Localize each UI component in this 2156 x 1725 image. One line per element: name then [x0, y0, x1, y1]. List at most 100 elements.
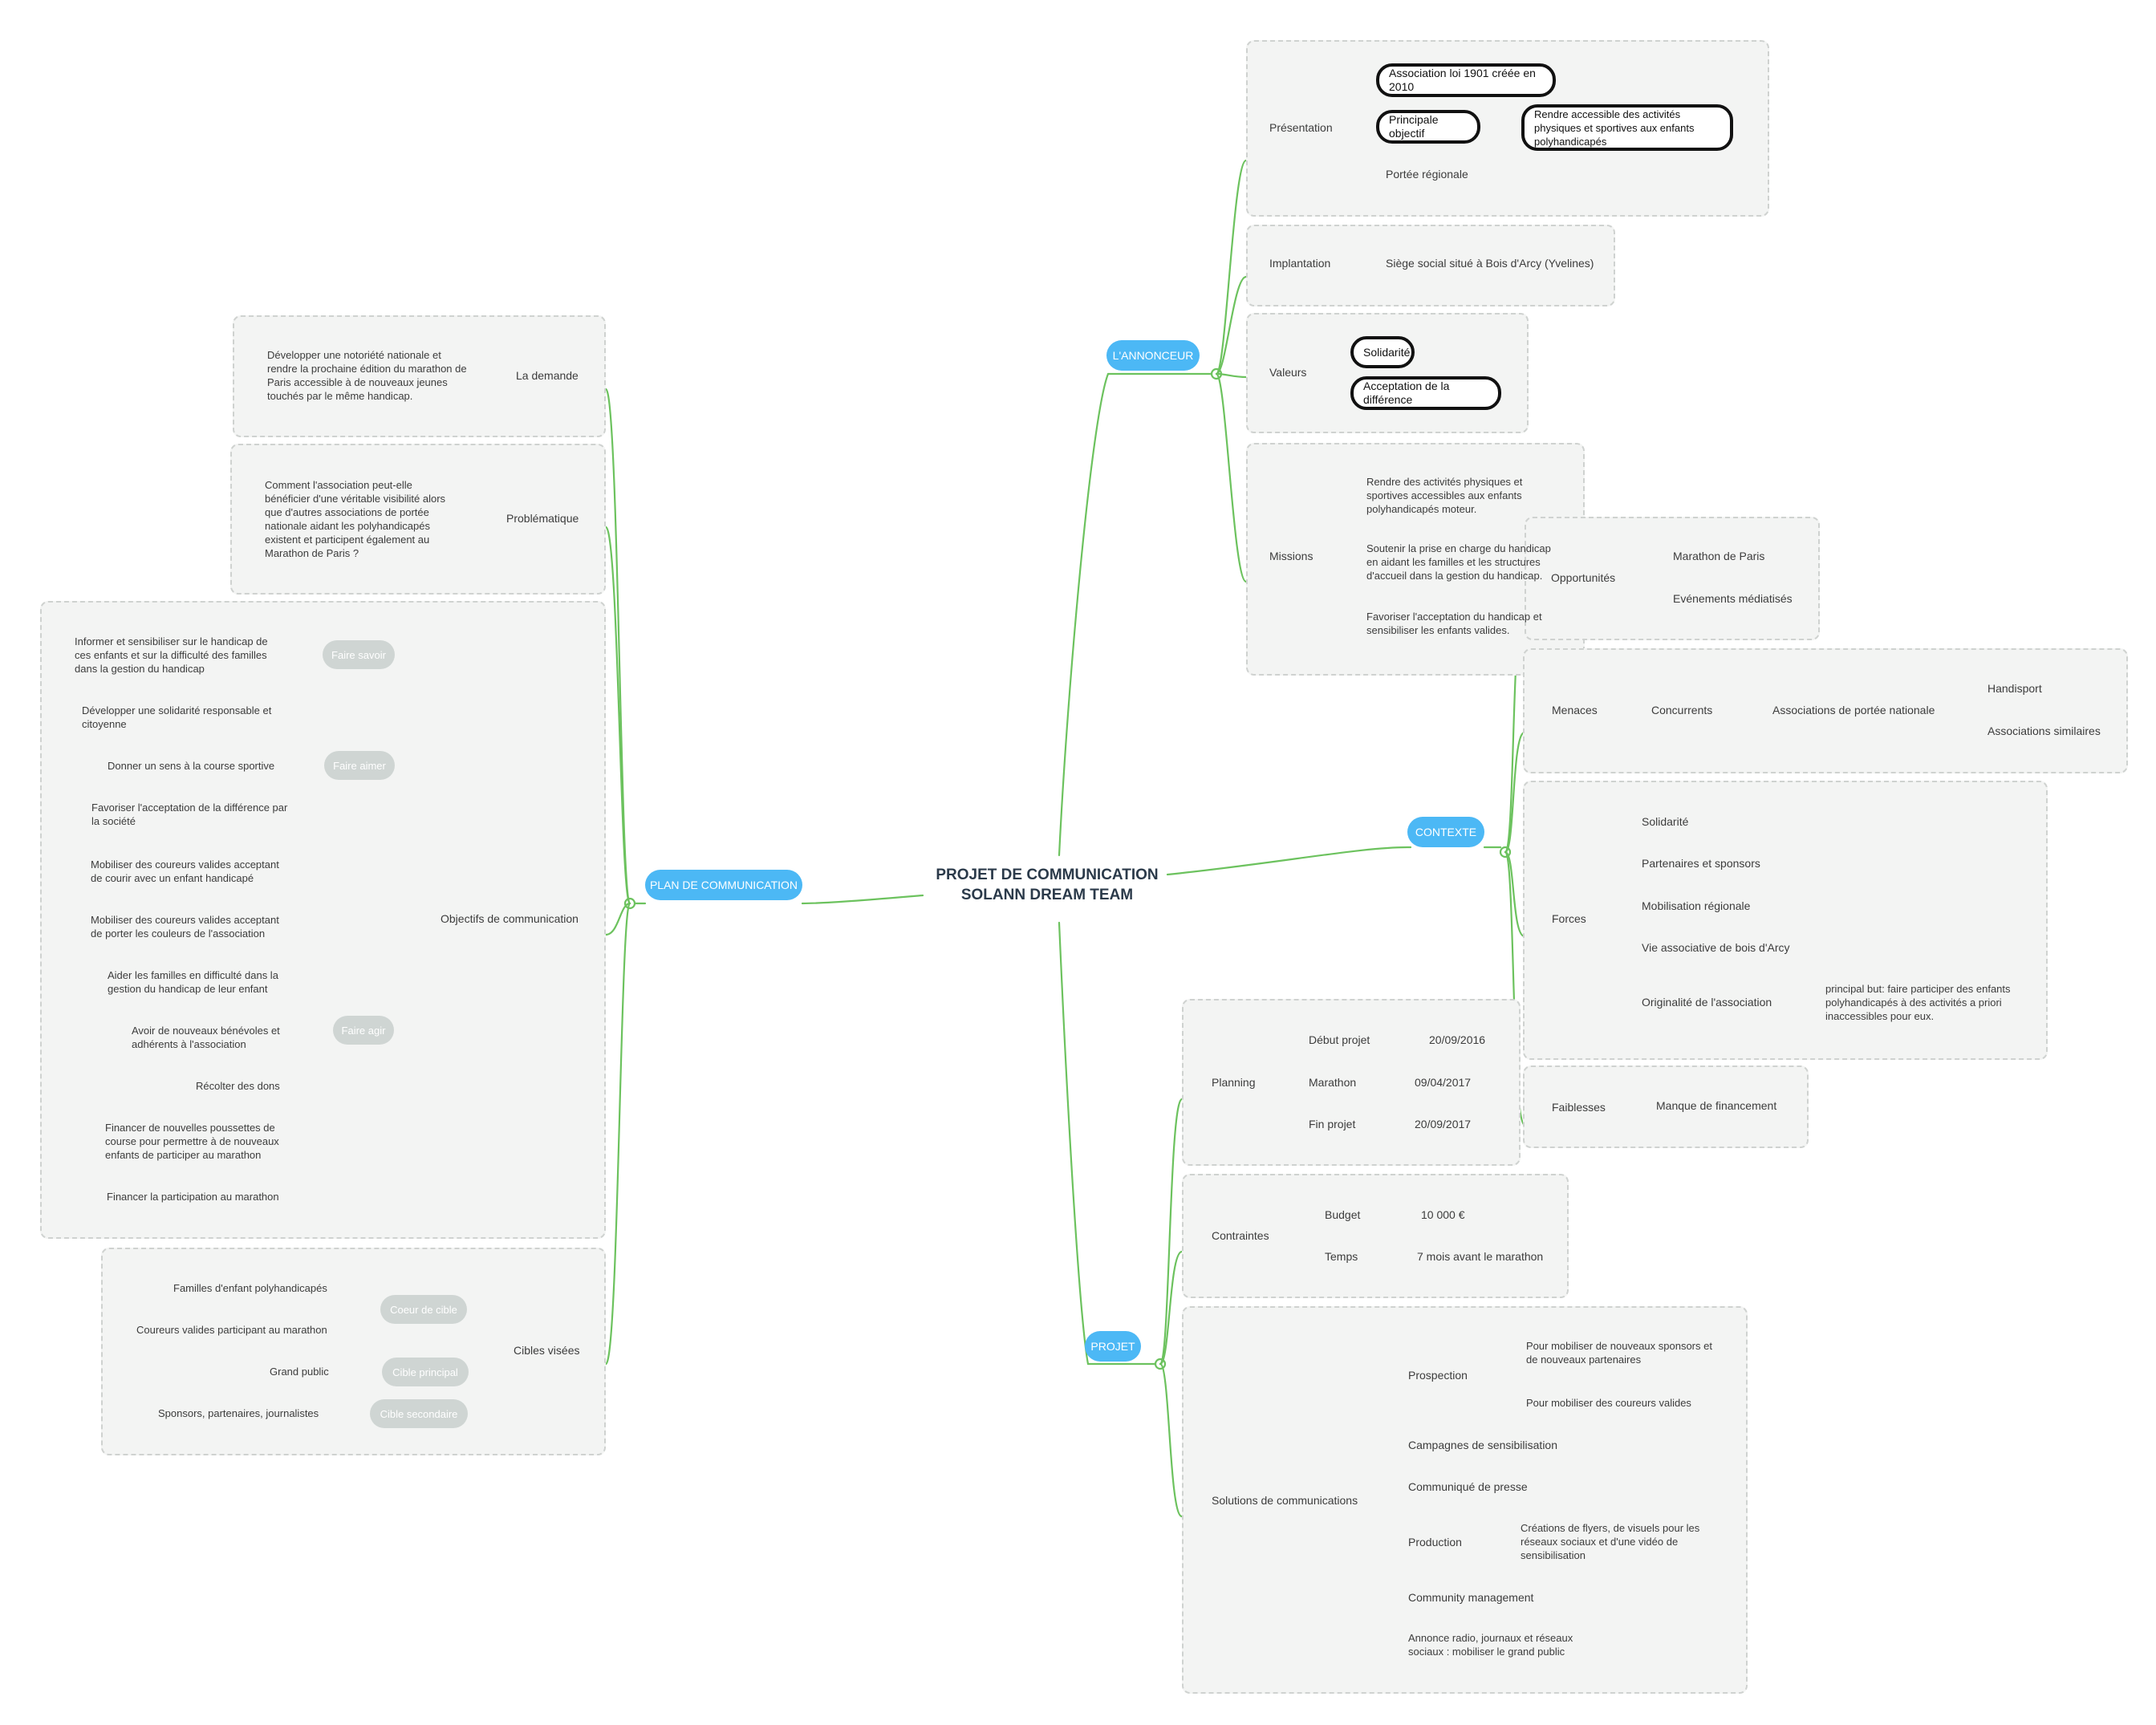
menace-handisport[interactable]: Handisport: [1987, 682, 2042, 695]
node-valeur-solidarite[interactable]: Solidarité: [1350, 336, 1415, 368]
label-valeurs[interactable]: Valeurs: [1269, 366, 1307, 379]
problematique-text[interactable]: Comment l'association peut-elle bénéfici…: [265, 479, 446, 559]
contexte-knob[interactable]: [1499, 846, 1512, 858]
panel-cibles: [101, 1248, 606, 1455]
label-assoc-nationale[interactable]: Associations de portée nationale: [1772, 704, 1935, 716]
contrainte-temps-value[interactable]: 7 mois avant le marathon: [1417, 1250, 1544, 1263]
panel-solutions: [1182, 1306, 1748, 1694]
fa-item-1[interactable]: Développer une solidarité responsable et…: [82, 704, 272, 730]
contrainte-temps-label[interactable]: Temps: [1325, 1250, 1358, 1263]
force-originalite[interactable]: Originalité de l'association: [1642, 996, 1772, 1009]
group-cible-principal[interactable]: Cible principal: [382, 1358, 469, 1386]
label-solutions[interactable]: Solutions de communications: [1212, 1494, 1358, 1507]
label-missions[interactable]: Missions: [1269, 550, 1313, 562]
label-faiblesses[interactable]: Faiblesses: [1552, 1101, 1606, 1114]
planning-fin-value[interactable]: 20/09/2017: [1415, 1118, 1472, 1130]
node-principale-objectif[interactable]: Principale objectif: [1376, 110, 1480, 144]
group-faire-agir[interactable]: Faire agir: [333, 1016, 394, 1045]
mission-item-2[interactable]: Soutenir la prise en charge du handicap …: [1366, 542, 1551, 582]
fg-item-7[interactable]: Financer la participation au marathon: [107, 1191, 279, 1203]
label-forces[interactable]: Forces: [1552, 912, 1586, 925]
prospection-sponsors[interactable]: Pour mobiliser de nouveaux sponsors et d…: [1526, 1340, 1712, 1366]
group-coeur-de-cible[interactable]: Coeur de cible: [380, 1295, 467, 1324]
force-solidarite[interactable]: Solidarité: [1642, 815, 1689, 828]
label-menaces[interactable]: Menaces: [1552, 704, 1598, 716]
demande-text[interactable]: Développer une notoriété nationale et re…: [267, 349, 467, 402]
mission-item-1[interactable]: Rendre des activités physiques et sporti…: [1366, 476, 1523, 515]
fa-item-2[interactable]: Donner un sens à la course sportive: [108, 760, 275, 772]
opportunite-marathon[interactable]: Marathon de Paris: [1673, 550, 1765, 562]
cible-sponsors[interactable]: Sponsors, partenaires, journalistes: [158, 1407, 319, 1419]
menace-assoc-similaires[interactable]: Associations similaires: [1987, 724, 2101, 737]
annonceur-knob[interactable]: [1210, 367, 1223, 380]
contexte-fan: [1504, 850, 1526, 938]
solution-communique[interactable]: Communiqué de presse: [1408, 1480, 1528, 1493]
label-implantation[interactable]: Implantation: [1269, 257, 1331, 270]
contrainte-budget-value[interactable]: 10 000 €: [1421, 1208, 1465, 1221]
mission-item-3[interactable]: Favoriser l'acceptation du handicap et s…: [1366, 611, 1542, 636]
planning-debut-value[interactable]: 20/09/2016: [1429, 1033, 1486, 1046]
planning-marathon-label[interactable]: Marathon: [1309, 1076, 1357, 1089]
fa-item-3[interactable]: Favoriser l'acceptation de la différence…: [91, 802, 288, 827]
projet-knob[interactable]: [1154, 1358, 1167, 1370]
fg-item-1[interactable]: Mobiliser des coureurs valides acceptant…: [91, 858, 279, 884]
cible-grand-public[interactable]: Grand public: [270, 1366, 329, 1378]
cible-coureurs[interactable]: Coureurs valides participant au marathon: [136, 1324, 327, 1336]
faiblesse-financement[interactable]: Manque de financement: [1656, 1099, 1777, 1112]
panel-planning: [1182, 999, 1521, 1166]
solution-annonce[interactable]: Annonce radio, journaux et réseaux socia…: [1408, 1632, 1573, 1658]
panel-opportunites: [1525, 517, 1820, 640]
contexte-fan: [1504, 731, 1526, 854]
force-vie-associative[interactable]: Vie associative de bois d'Arcy: [1642, 941, 1790, 954]
topic-annonceur[interactable]: L'ANNONCEUR: [1106, 340, 1200, 371]
label-siege-social[interactable]: Siège social situé à Bois d'Arcy (Yvelin…: [1386, 257, 1594, 270]
topic-contexte[interactable]: CONTEXTE: [1407, 817, 1484, 847]
plan-knob[interactable]: [623, 897, 636, 910]
label-concurrents[interactable]: Concurrents: [1651, 704, 1713, 716]
label-opportunites[interactable]: Opportunités: [1551, 571, 1616, 584]
node-valeur-acceptation[interactable]: Acceptation de la différence: [1350, 376, 1501, 410]
label-problematique[interactable]: Problématique: [506, 512, 579, 525]
panel-menaces: [1523, 648, 2128, 773]
contrainte-budget-label[interactable]: Budget: [1325, 1208, 1361, 1221]
planning-marathon-value[interactable]: 09/04/2017: [1415, 1076, 1472, 1089]
group-faire-savoir[interactable]: Faire savoir: [323, 640, 395, 669]
label-cibles[interactable]: Cibles visées: [514, 1344, 580, 1357]
prospection-coureurs[interactable]: Pour mobiliser des coureurs valides: [1526, 1397, 1691, 1409]
annonceur-fan: [1215, 372, 1248, 379]
fg-item-6[interactable]: Financer de nouvelles poussettes de cour…: [105, 1122, 279, 1161]
force-mobilisation[interactable]: Mobilisation régionale: [1642, 899, 1751, 912]
planning-debut-label[interactable]: Début projet: [1309, 1033, 1370, 1046]
node-association-1901[interactable]: Association loi 1901 créée en 2010: [1376, 63, 1556, 97]
fg-item-3[interactable]: Aider les familles en difficulté dans la…: [108, 969, 278, 995]
label-portee-regionale[interactable]: Portée régionale: [1386, 168, 1468, 181]
fs-item-1[interactable]: Informer et sensibiliser sur le handicap…: [75, 635, 268, 675]
group-cible-secondaire[interactable]: Cible secondaire: [370, 1399, 468, 1428]
label-demande[interactable]: La demande: [516, 369, 579, 382]
plan-fan: [604, 902, 631, 1366]
node-objectif-detail[interactable]: Rendre accessible des activités physique…: [1521, 104, 1733, 151]
group-faire-aimer[interactable]: Faire aimer: [324, 751, 395, 780]
fg-item-4[interactable]: Avoir de nouveaux bénévoles et adhérents…: [132, 1025, 280, 1050]
production-detail[interactable]: Créations de flyers, de visuels pour les…: [1521, 1522, 1700, 1561]
force-partenaires[interactable]: Partenaires et sponsors: [1642, 857, 1760, 870]
fg-item-5[interactable]: Récolter des dons: [196, 1080, 280, 1092]
label-production[interactable]: Production: [1408, 1536, 1462, 1548]
annonceur-fan: [1215, 275, 1248, 375]
opportunite-evenements[interactable]: Evénements médiatisés: [1673, 592, 1793, 605]
cible-familles[interactable]: Familles d'enfant polyhandicapés: [173, 1282, 327, 1294]
topic-projet[interactable]: PROJET: [1085, 1331, 1141, 1362]
label-prospection[interactable]: Prospection: [1408, 1369, 1468, 1382]
label-planning[interactable]: Planning: [1212, 1076, 1256, 1089]
solution-community[interactable]: Community management: [1408, 1591, 1534, 1604]
label-contraintes[interactable]: Contraintes: [1212, 1229, 1269, 1242]
solution-campagnes[interactable]: Campagnes de sensibilisation: [1408, 1439, 1557, 1451]
label-objectifs[interactable]: Objectifs de communication: [441, 912, 579, 925]
fg-item-2[interactable]: Mobiliser des coureurs valides acceptant…: [91, 914, 279, 940]
planning-fin-label[interactable]: Fin projet: [1309, 1118, 1356, 1130]
label-presentation[interactable]: Présentation: [1269, 121, 1333, 134]
plan-fan: [604, 902, 631, 936]
topic-plan[interactable]: PLAN DE COMMUNICATION: [645, 870, 802, 900]
root-topic[interactable]: PROJET DE COMMUNICATION SOLANN DREAM TEA…: [923, 865, 1171, 905]
force-originalite-detail[interactable]: principal but: faire participer des enfa…: [1825, 983, 2011, 1022]
